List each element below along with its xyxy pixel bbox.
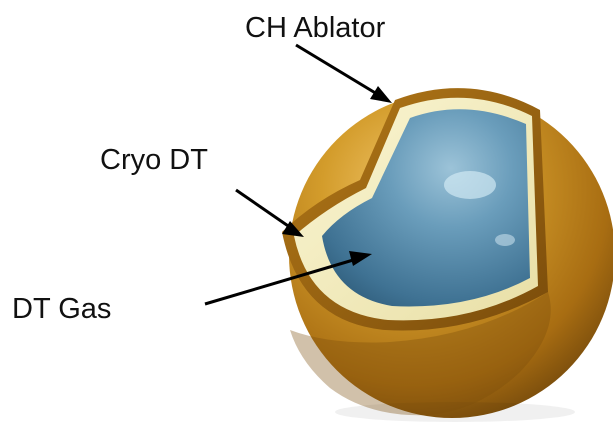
ch-ablator-label: CH Ablator <box>245 14 385 43</box>
dt-gas-label: DT Gas <box>12 295 111 324</box>
gas-highlight <box>444 171 496 199</box>
arrow-cryo-dt <box>236 190 304 237</box>
cryo-dt-label: Cryo DT <box>100 146 208 175</box>
arrow-ch-ablator <box>296 45 392 103</box>
gas-highlight-small <box>495 234 515 246</box>
